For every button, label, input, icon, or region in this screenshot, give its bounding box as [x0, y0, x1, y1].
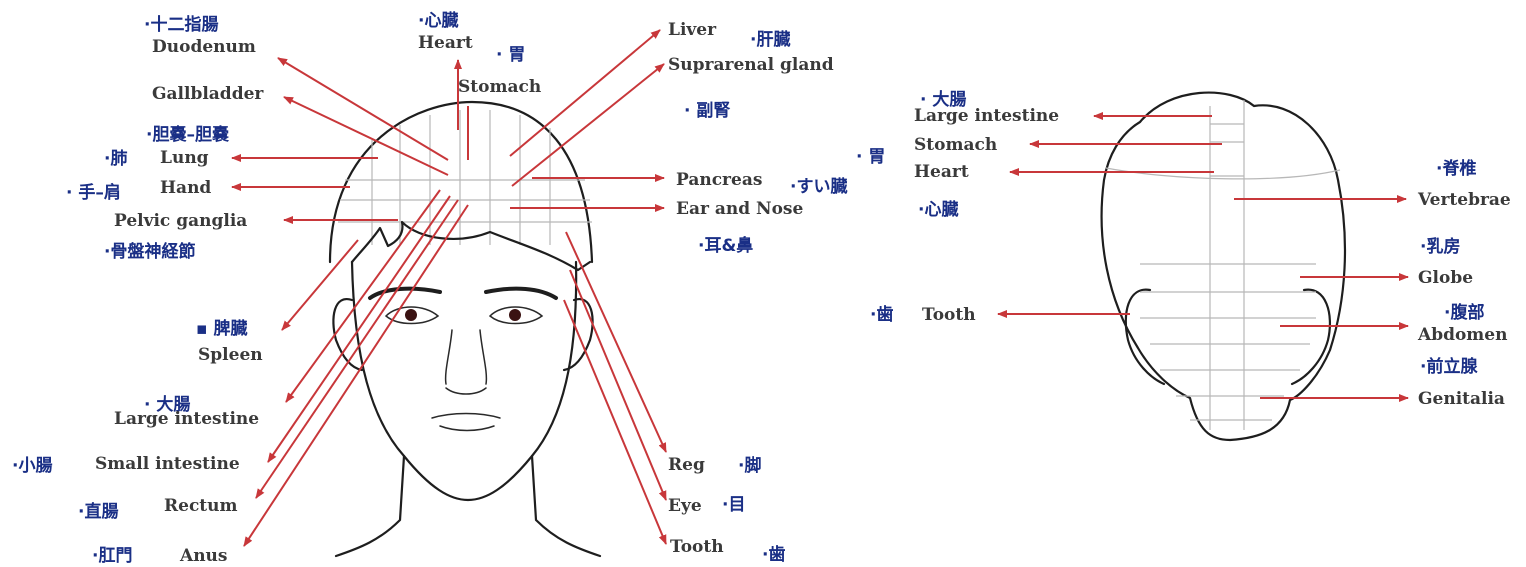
label-liver-jp: ·肝臓: [750, 30, 790, 50]
label-back-genitalia-en: Genitalia: [1418, 389, 1505, 409]
front-scalp-grid: [338, 110, 592, 245]
label-reg-jp: ·脚: [738, 455, 761, 476]
label-stomach-en: Stomach: [458, 77, 541, 97]
front-labels: ·心臓 Heart · 胃 Stomach ·十二指腸 Duodenum Gal…: [12, 11, 847, 566]
label-back-tooth-en: Tooth: [922, 305, 976, 325]
back-head-outline: [1100, 91, 1347, 442]
label-rectum-jp: ·直腸: [78, 501, 118, 522]
front-right-eye: [488, 306, 544, 325]
back-left-ear: [1124, 288, 1166, 386]
front-right-eyebrow: [484, 286, 558, 300]
front-head-outline: [328, 100, 594, 264]
label-gallbladder-jp: ·胆嚢–胆嚢: [146, 124, 230, 145]
label-back-abdomen-jp: ·腹部: [1444, 302, 1484, 323]
front-face-contour: [350, 260, 578, 502]
label-duodenum-en: Duodenum: [152, 37, 256, 57]
front-arrows: [231, 29, 667, 547]
front-mouth: [431, 412, 501, 432]
label-stomach-jp: · 胃: [496, 45, 525, 65]
label-small-intestine-en: Small intestine: [95, 454, 240, 474]
front-right-pupil: [509, 309, 521, 321]
front-neck-right: [530, 454, 602, 558]
label-hand-en: Hand: [160, 178, 211, 198]
label-pancreas-en: Pancreas: [676, 170, 762, 190]
label-back-genitalia-jp: ·前立腺: [1420, 356, 1478, 377]
label-back-large-intestine-en: Large intestine: [914, 106, 1059, 126]
label-heart-jp: ·心臓: [418, 11, 458, 31]
front-left-eyebrow: [368, 286, 442, 300]
label-back-vertebrae-jp: ·脊椎: [1436, 158, 1476, 179]
label-reg-en: Reg: [668, 455, 705, 475]
front-hair-fringe: [350, 220, 592, 272]
label-large-intestine-en: Large intestine: [114, 409, 259, 429]
front-left-ear: [332, 297, 364, 372]
label-anus-en: Anus: [179, 546, 227, 566]
arrow-anus: [243, 204, 469, 547]
label-back-heart-en: Heart: [914, 162, 969, 182]
label-eye-jp: ·目: [722, 495, 745, 515]
label-large-intestine-jp: · 大腸: [144, 394, 190, 415]
label-gallbladder-en: Gallbladder: [152, 84, 264, 104]
label-back-abdomen-en: Abdomen: [1417, 325, 1507, 345]
front-left-pupil: [405, 309, 417, 321]
back-labels: · 大腸 Large intestine Stomach · 胃 Heart ·…: [856, 89, 1511, 409]
label-eye-en: Eye: [668, 496, 702, 516]
arrow-tooth: [563, 299, 667, 545]
label-hand-jp: · 手–肩: [66, 182, 121, 203]
back-arrows: [997, 112, 1409, 402]
label-back-large-intestine-jp: · 大腸: [920, 89, 966, 110]
label-back-globe-en: Globe: [1418, 268, 1473, 288]
front-head-drawing: [328, 100, 602, 558]
arrow-small-intestine: [267, 195, 451, 463]
label-lung-en: Lung: [160, 148, 209, 168]
label-heart-en: Heart: [418, 33, 473, 53]
label-tooth-en: Tooth: [670, 537, 724, 557]
label-tooth-jp: ·歯: [762, 544, 785, 565]
back-head-drawing: [1100, 91, 1347, 442]
label-suprarenal-jp: · 副腎: [684, 101, 730, 121]
label-back-heart-jp: ·心臓: [918, 200, 958, 220]
arrow-gallbladder: [283, 96, 449, 176]
arrow-eye: [569, 269, 667, 501]
label-pelvic-ganglia-en: Pelvic ganglia: [114, 211, 247, 231]
label-pelvic-ganglia-jp: ·骨盤神経節: [104, 241, 195, 262]
label-back-tooth-jp: ·歯: [870, 304, 893, 325]
label-pancreas-jp: ·すい臓: [790, 177, 847, 197]
label-back-stomach-jp: · 胃: [856, 147, 885, 167]
arrow-large-intestine: [285, 189, 441, 403]
arrow-suprarenal: [511, 63, 665, 187]
label-ear-nose-jp: ·耳&鼻: [698, 235, 753, 256]
label-back-globe-jp: ·乳房: [1420, 236, 1460, 257]
label-suprarenal-en: Suprarenal gland: [668, 55, 834, 75]
label-back-vertebrae-en: Vertebrae: [1417, 190, 1511, 210]
arrow-reg: [565, 231, 667, 453]
back-scalp-grid: [1105, 100, 1341, 430]
front-neck-left: [334, 454, 406, 558]
label-small-intestine-jp: ·小腸: [12, 456, 52, 476]
arrow-liver: [509, 29, 661, 157]
label-spleen-en: Spleen: [198, 345, 263, 365]
arrow-spleen: [281, 239, 359, 331]
label-anus-jp: ·肛門: [92, 546, 132, 566]
front-right-ear: [562, 297, 594, 372]
back-right-ear: [1290, 288, 1332, 386]
label-back-stomach-en: Stomach: [914, 135, 997, 155]
label-liver-en: Liver: [668, 20, 717, 40]
front-nose: [444, 329, 488, 395]
label-ear-nose-en: Ear and Nose: [676, 199, 803, 219]
label-duodenum-jp: ·十二指腸: [144, 14, 218, 35]
label-rectum-en: Rectum: [164, 496, 238, 516]
arrow-rectum: [255, 199, 459, 499]
label-lung-jp: ·肺: [104, 149, 127, 169]
label-spleen-jp: ▪ 脾臓: [196, 318, 247, 339]
arrow-duodenum: [277, 57, 449, 161]
